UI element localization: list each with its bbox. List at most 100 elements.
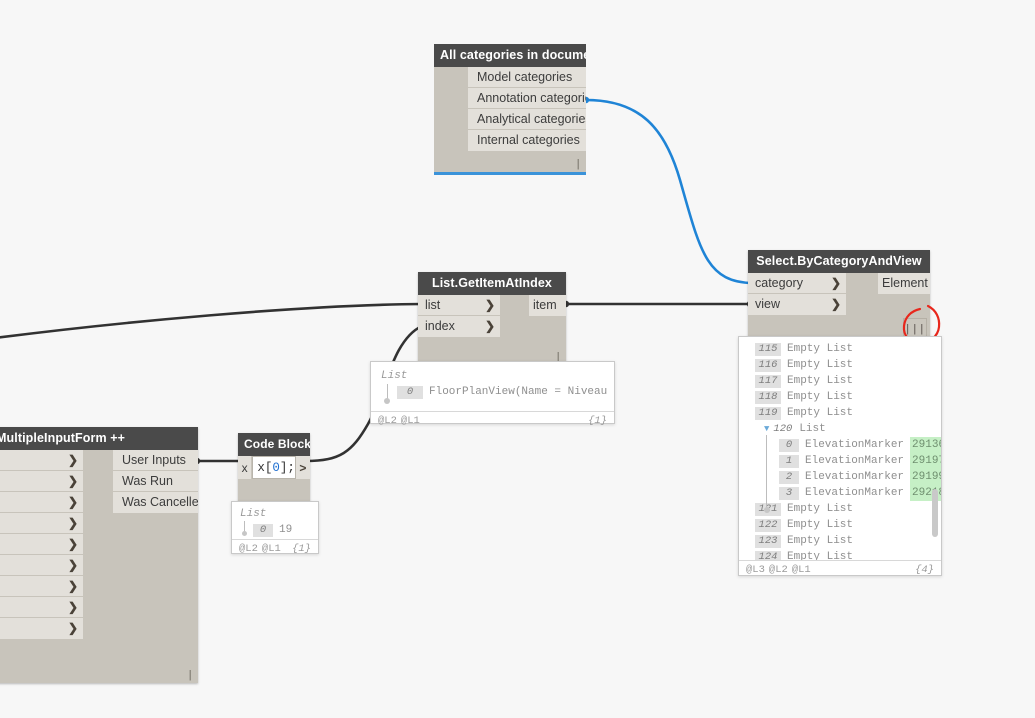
row-value: Empty List bbox=[787, 551, 854, 560]
input-port-2[interactable]: ❯ bbox=[0, 492, 83, 513]
input-port-5[interactable]: ❯ bbox=[0, 555, 83, 576]
list-item: 117 Empty List bbox=[745, 373, 941, 389]
list-item: 1 ElevationMarker 29197 bbox=[745, 453, 941, 469]
level-l2: @L2 bbox=[239, 543, 258, 555]
row-value: ElevationMarker bbox=[805, 487, 905, 499]
row-index: 1 bbox=[779, 454, 799, 468]
output-port-element[interactable]: Element bbox=[878, 273, 930, 294]
row-index: 3 bbox=[779, 486, 799, 500]
lacing-icon[interactable]: | bbox=[186, 670, 194, 682]
node-title: List.GetItemAtIndex bbox=[418, 272, 566, 295]
row-index: 0 bbox=[253, 523, 273, 537]
preview-scrollbar[interactable] bbox=[932, 489, 938, 537]
node-footer: | bbox=[434, 151, 586, 172]
input-port-3[interactable]: ❯ bbox=[0, 513, 83, 534]
level-l1: @L1 bbox=[400, 415, 420, 427]
row-id: 29197 bbox=[910, 453, 941, 469]
list-item: 118 Empty List bbox=[745, 389, 941, 405]
code-block-row: x x[0]; > bbox=[238, 456, 310, 479]
list-item: 119 Empty List bbox=[745, 405, 941, 421]
list-item: 0 ElevationMarker 29136 bbox=[745, 437, 941, 453]
chevron-right-icon: ❯ bbox=[67, 495, 78, 509]
list-item-group[interactable]: ▼ 120 List bbox=[745, 421, 941, 437]
chevron-right-icon: ❯ bbox=[67, 537, 78, 551]
node-code-block[interactable]: Code Block x x[0]; > bbox=[238, 433, 310, 506]
wire-offscreen-to-list bbox=[0, 302, 423, 339]
node-all-categories-in-document[interactable]: All categories in document Model categor… bbox=[434, 44, 586, 175]
node-select-bycategoryandview[interactable]: Select.ByCategoryAndView category ❯ view… bbox=[748, 250, 930, 345]
code-index: 0 bbox=[272, 460, 280, 475]
chevron-right-icon: ❯ bbox=[67, 516, 78, 530]
lacing-label: ||| bbox=[904, 324, 926, 336]
chevron-right-icon: ❯ bbox=[67, 579, 78, 593]
triangle-down-icon[interactable]: ▼ bbox=[764, 424, 770, 434]
level-l1: @L1 bbox=[261, 543, 281, 555]
chevron-right-icon: ❯ bbox=[67, 474, 78, 488]
code-suffix: ]; bbox=[279, 460, 295, 475]
input-port-category-label: category bbox=[755, 276, 803, 290]
input-port-index-label: index bbox=[425, 319, 455, 333]
preview-header: List bbox=[381, 370, 408, 382]
row-index: 116 bbox=[755, 358, 781, 372]
row-value: Empty List bbox=[787, 503, 854, 515]
row-index: 0 bbox=[397, 385, 423, 399]
chevron-right-icon: ❯ bbox=[67, 453, 78, 467]
node-footer: | bbox=[418, 337, 566, 365]
preview-code-block[interactable]: List 0 19 @L2@L1 {1} bbox=[231, 501, 319, 555]
node-title: Code Block bbox=[238, 433, 310, 456]
list-item: 2 ElevationMarker 29199 bbox=[745, 469, 941, 485]
row-index: 124 bbox=[755, 550, 781, 560]
preview-rows[interactable]: 115 Empty List 116 Empty List 117 Empty … bbox=[739, 337, 941, 560]
output-port-was-run[interactable]: Was Run bbox=[113, 471, 198, 492]
output-port-model-categories[interactable]: Model categories bbox=[468, 67, 586, 88]
level-l3: @L3 bbox=[746, 564, 765, 576]
input-port-8[interactable]: ❯ bbox=[0, 618, 83, 639]
node-multipleinputform[interactable]: MultipleInputForm ++ ❯ ❯ ❯ ❯ ❯ ❯ otional… bbox=[0, 427, 198, 683]
output-port-item[interactable]: item bbox=[529, 295, 566, 316]
wire-annotation-to-category bbox=[585, 98, 753, 285]
input-port-4[interactable]: ❯ bbox=[0, 534, 83, 555]
node-list-getitematindex[interactable]: List.GetItemAtIndex list ❯ index ❯ item bbox=[418, 272, 566, 365]
preview-footer: @L3@L2@L1 {4} bbox=[739, 560, 941, 580]
input-port-category[interactable]: category ❯ bbox=[748, 273, 846, 294]
lacing-icon[interactable]: | bbox=[574, 159, 582, 171]
preview-footer: @L2@L1 {1} bbox=[232, 539, 318, 559]
output-port-was-cancelled[interactable]: Was Cancelled bbox=[113, 492, 198, 513]
row-value: Empty List bbox=[787, 519, 854, 531]
input-port-x[interactable]: x bbox=[238, 456, 253, 479]
row-index: 123 bbox=[755, 534, 781, 548]
lacing-icon[interactable]: | bbox=[554, 352, 562, 364]
chevron-right-icon: ❯ bbox=[484, 319, 495, 333]
input-port-0[interactable]: ❯ bbox=[0, 450, 83, 471]
row-value: ElevationMarker bbox=[805, 439, 905, 451]
node-ports: category ❯ view ❯ Element bbox=[748, 273, 930, 315]
output-port-analytical-categories[interactable]: Analytical categories bbox=[468, 109, 586, 130]
node-title: Select.ByCategoryAndView bbox=[748, 250, 930, 273]
output-port-internal-categories[interactable]: Internal categories bbox=[468, 130, 586, 151]
input-port-7[interactable]: ❯ bbox=[0, 597, 83, 618]
row-index: 118 bbox=[755, 390, 781, 404]
row-id: 29136 bbox=[910, 437, 941, 453]
chevron-right-icon: ❯ bbox=[67, 558, 78, 572]
output-port-user-inputs[interactable]: User Inputs bbox=[113, 450, 198, 471]
preview-select-bycategoryandview[interactable]: 115 Empty List 116 Empty List 117 Empty … bbox=[738, 336, 942, 576]
output-port-chevron[interactable]: > bbox=[295, 456, 310, 479]
row-index: 120 bbox=[773, 422, 793, 435]
node-footer: | bbox=[0, 639, 198, 683]
list-item: 124 Empty List bbox=[745, 549, 941, 560]
input-port-index[interactable]: index ❯ bbox=[418, 316, 500, 337]
input-port-list[interactable]: list ❯ bbox=[418, 295, 500, 316]
row-index: 0 bbox=[779, 438, 799, 452]
list-item: 3 ElevationMarker 29218 bbox=[745, 485, 941, 501]
input-port-6-optional[interactable]: otional❯ bbox=[0, 576, 83, 597]
level-l2: @L2 bbox=[378, 415, 397, 427]
code-editor[interactable]: x[0]; bbox=[252, 456, 296, 479]
preview-list-getitematindex[interactable]: List 0 FloorPlanView(Name = Niveau 3 ) 2… bbox=[370, 361, 615, 427]
preview-count: {1} bbox=[588, 415, 607, 427]
input-port-view[interactable]: view ❯ bbox=[748, 294, 846, 315]
output-port-annotation-categories[interactable]: Annotation categories bbox=[468, 88, 586, 109]
list-item: 116 Empty List bbox=[745, 357, 941, 373]
list-item: 123 Empty List bbox=[745, 533, 941, 549]
input-port-1[interactable]: ❯ bbox=[0, 471, 83, 492]
